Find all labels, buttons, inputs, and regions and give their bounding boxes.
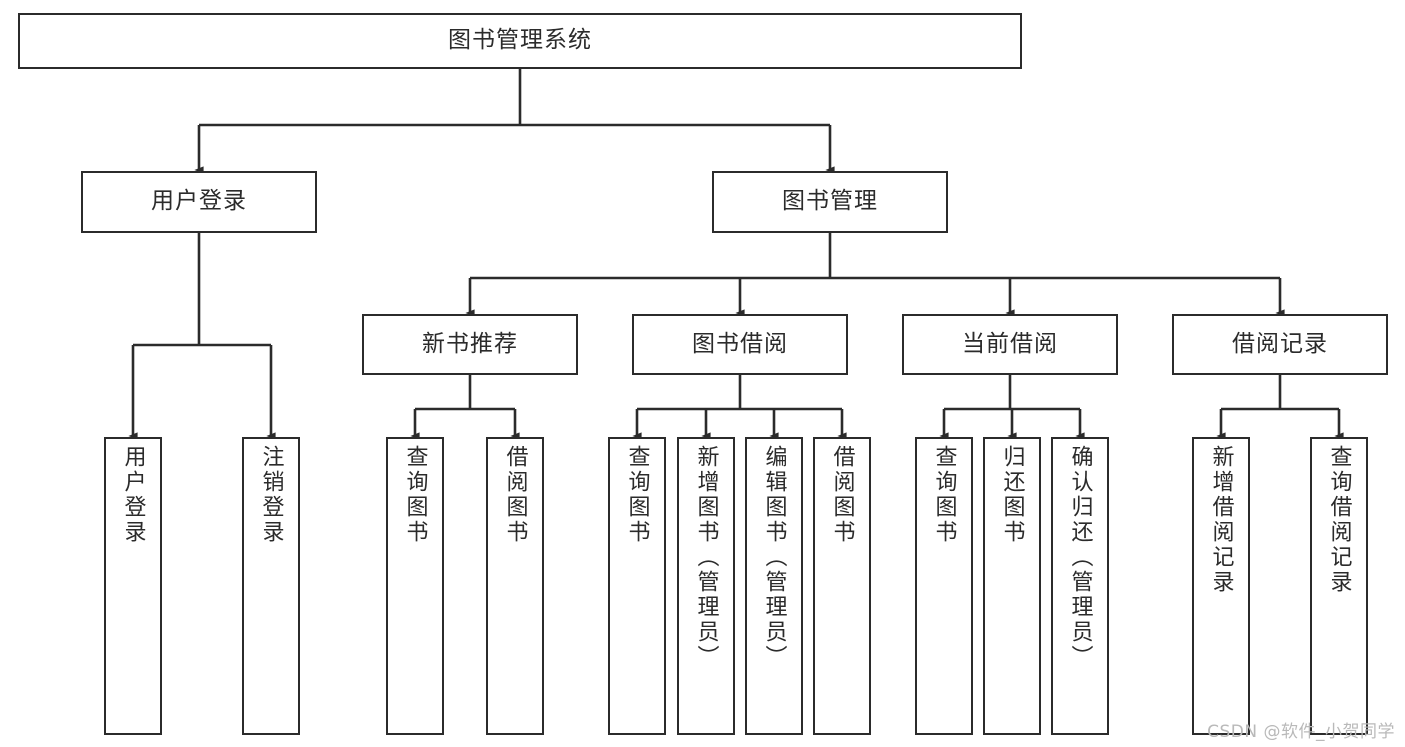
node-label: 查询借阅记录	[1326, 445, 1352, 595]
leaf-current-return-book[interactable]: 归还图书	[983, 437, 1041, 735]
node-label: 查询图书	[402, 445, 428, 545]
node-label: 图书管理系统	[448, 27, 592, 54]
leaf-record-query-record[interactable]: 查询借阅记录	[1310, 437, 1368, 735]
node-label: 当前借阅	[962, 330, 1058, 357]
node-user-login[interactable]: 用户登录	[81, 171, 317, 233]
node-label: 图书管理	[782, 188, 878, 215]
leaf-newrec-query-book[interactable]: 查询图书	[386, 437, 444, 735]
node-label: 借阅图书	[829, 445, 855, 545]
node-label: 注销登录	[258, 445, 284, 545]
watermark-text: CSDN @软件_小贺同学	[1207, 722, 1395, 742]
node-new-book-recommend[interactable]: 新书推荐	[362, 314, 578, 375]
node-label: 借阅记录	[1232, 330, 1328, 357]
node-label: 新增借阅记录	[1208, 445, 1234, 595]
node-label: 确认归还（管理员）	[1067, 445, 1093, 670]
node-current-borrow[interactable]: 当前借阅	[902, 314, 1118, 375]
leaf-borrow-query-book[interactable]: 查询图书	[608, 437, 666, 735]
leaf-borrow-add-book[interactable]: 新增图书（管理员）	[677, 437, 735, 735]
node-label: 用户登录	[151, 188, 247, 215]
node-root[interactable]: 图书管理系统	[18, 13, 1022, 69]
node-label: 查询图书	[931, 445, 957, 545]
node-borrow-record[interactable]: 借阅记录	[1172, 314, 1388, 375]
leaf-user-logout[interactable]: 注销登录	[242, 437, 300, 735]
leaf-current-query-book[interactable]: 查询图书	[915, 437, 973, 735]
node-label: 借阅图书	[502, 445, 528, 545]
node-label: 查询图书	[624, 445, 650, 545]
leaf-newrec-borrow-book[interactable]: 借阅图书	[486, 437, 544, 735]
node-label: 归还图书	[999, 445, 1025, 545]
node-label: 新书推荐	[422, 330, 518, 357]
leaf-borrow-borrow-book[interactable]: 借阅图书	[813, 437, 871, 735]
leaf-current-confirm-return[interactable]: 确认归还（管理员）	[1051, 437, 1109, 735]
node-label: 编辑图书（管理员）	[761, 445, 787, 670]
node-label: 图书借阅	[692, 330, 788, 357]
leaf-record-add-record[interactable]: 新增借阅记录	[1192, 437, 1250, 735]
node-book-borrow[interactable]: 图书借阅	[632, 314, 848, 375]
leaf-user-login[interactable]: 用户登录	[104, 437, 162, 735]
leaf-borrow-edit-book[interactable]: 编辑图书（管理员）	[745, 437, 803, 735]
node-book-management[interactable]: 图书管理	[712, 171, 948, 233]
node-label: 用户登录	[120, 445, 146, 545]
node-label: 新增图书（管理员）	[693, 445, 719, 670]
